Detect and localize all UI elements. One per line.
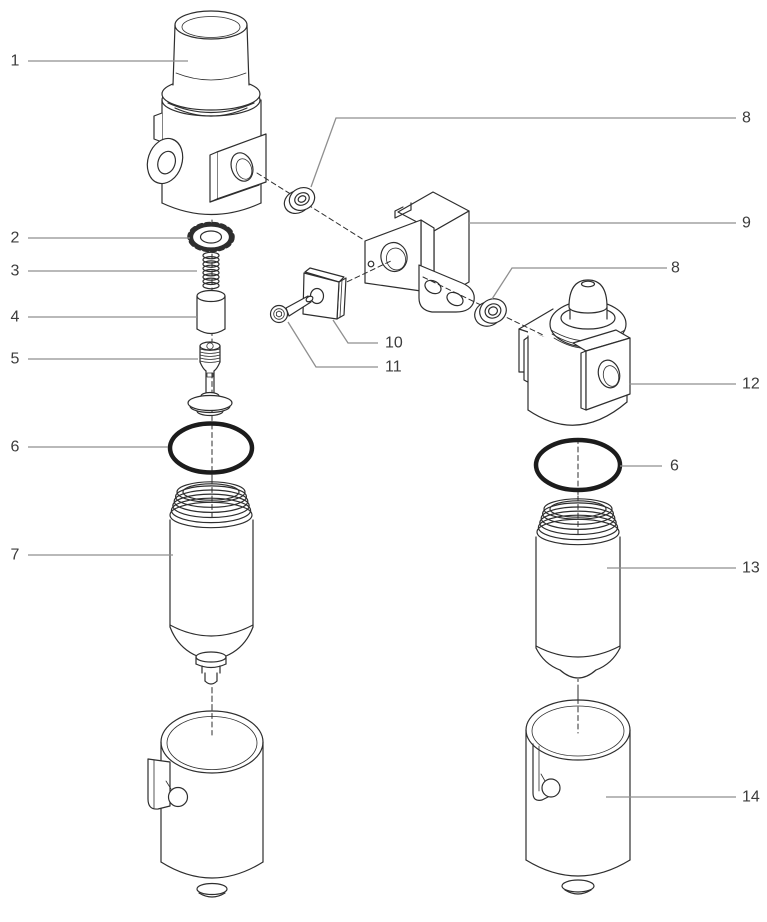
part-13-bowl-right (535, 495, 621, 679)
callout-label-1: 1 (11, 53, 20, 70)
callout-label-11: 11 (385, 359, 402, 376)
callout-label-6-right: 6 (670, 458, 679, 475)
callout-label-5: 5 (11, 351, 20, 368)
callout-label-3: 3 (11, 263, 20, 280)
part-6-oring-right (533, 437, 623, 493)
callout-label-13: 13 (742, 560, 760, 577)
part-2-star-washer (187, 221, 235, 253)
leader-8-lower (491, 267, 667, 300)
part-11-screw (269, 295, 314, 324)
screw-axis (308, 259, 394, 301)
callout-label-2: 2 (11, 230, 20, 247)
part-5-valve-stem (187, 341, 233, 417)
leader-8-upper (310, 117, 736, 188)
leader-lines (28, 60, 736, 798)
part-8-grommet-upper (283, 186, 316, 215)
callout-label-8-upper: 8 (742, 110, 751, 127)
leader-11 (287, 321, 378, 368)
part-8-grommet-lower (474, 298, 507, 327)
leader-10 (332, 319, 378, 344)
callout-label-14: 14 (742, 789, 760, 806)
part-4-piston (196, 289, 226, 335)
bowl-guard-right (525, 689, 631, 895)
callout-label-12: 12 (742, 376, 760, 393)
part-1-regulator-body (146, 10, 267, 216)
part-7-bowl-left (169, 478, 254, 686)
callout-label-6-left: 6 (11, 439, 20, 456)
callout-label-10: 10 (385, 335, 403, 352)
part-12-filter-head (518, 279, 631, 440)
part-3-spring (202, 251, 220, 290)
bowl-guard-left (147, 687, 264, 898)
callout-label-9: 9 (742, 215, 751, 232)
callout-label-4: 4 (11, 309, 20, 326)
callout-label-7: 7 (11, 547, 20, 564)
part-10-block (302, 267, 347, 320)
part-6-oring-left (167, 421, 255, 475)
callout-labels: 1 2 3 4 5 6 7 8 9 8 10 11 12 6 13 14 (11, 53, 760, 806)
callout-label-8-lower: 8 (671, 260, 680, 277)
